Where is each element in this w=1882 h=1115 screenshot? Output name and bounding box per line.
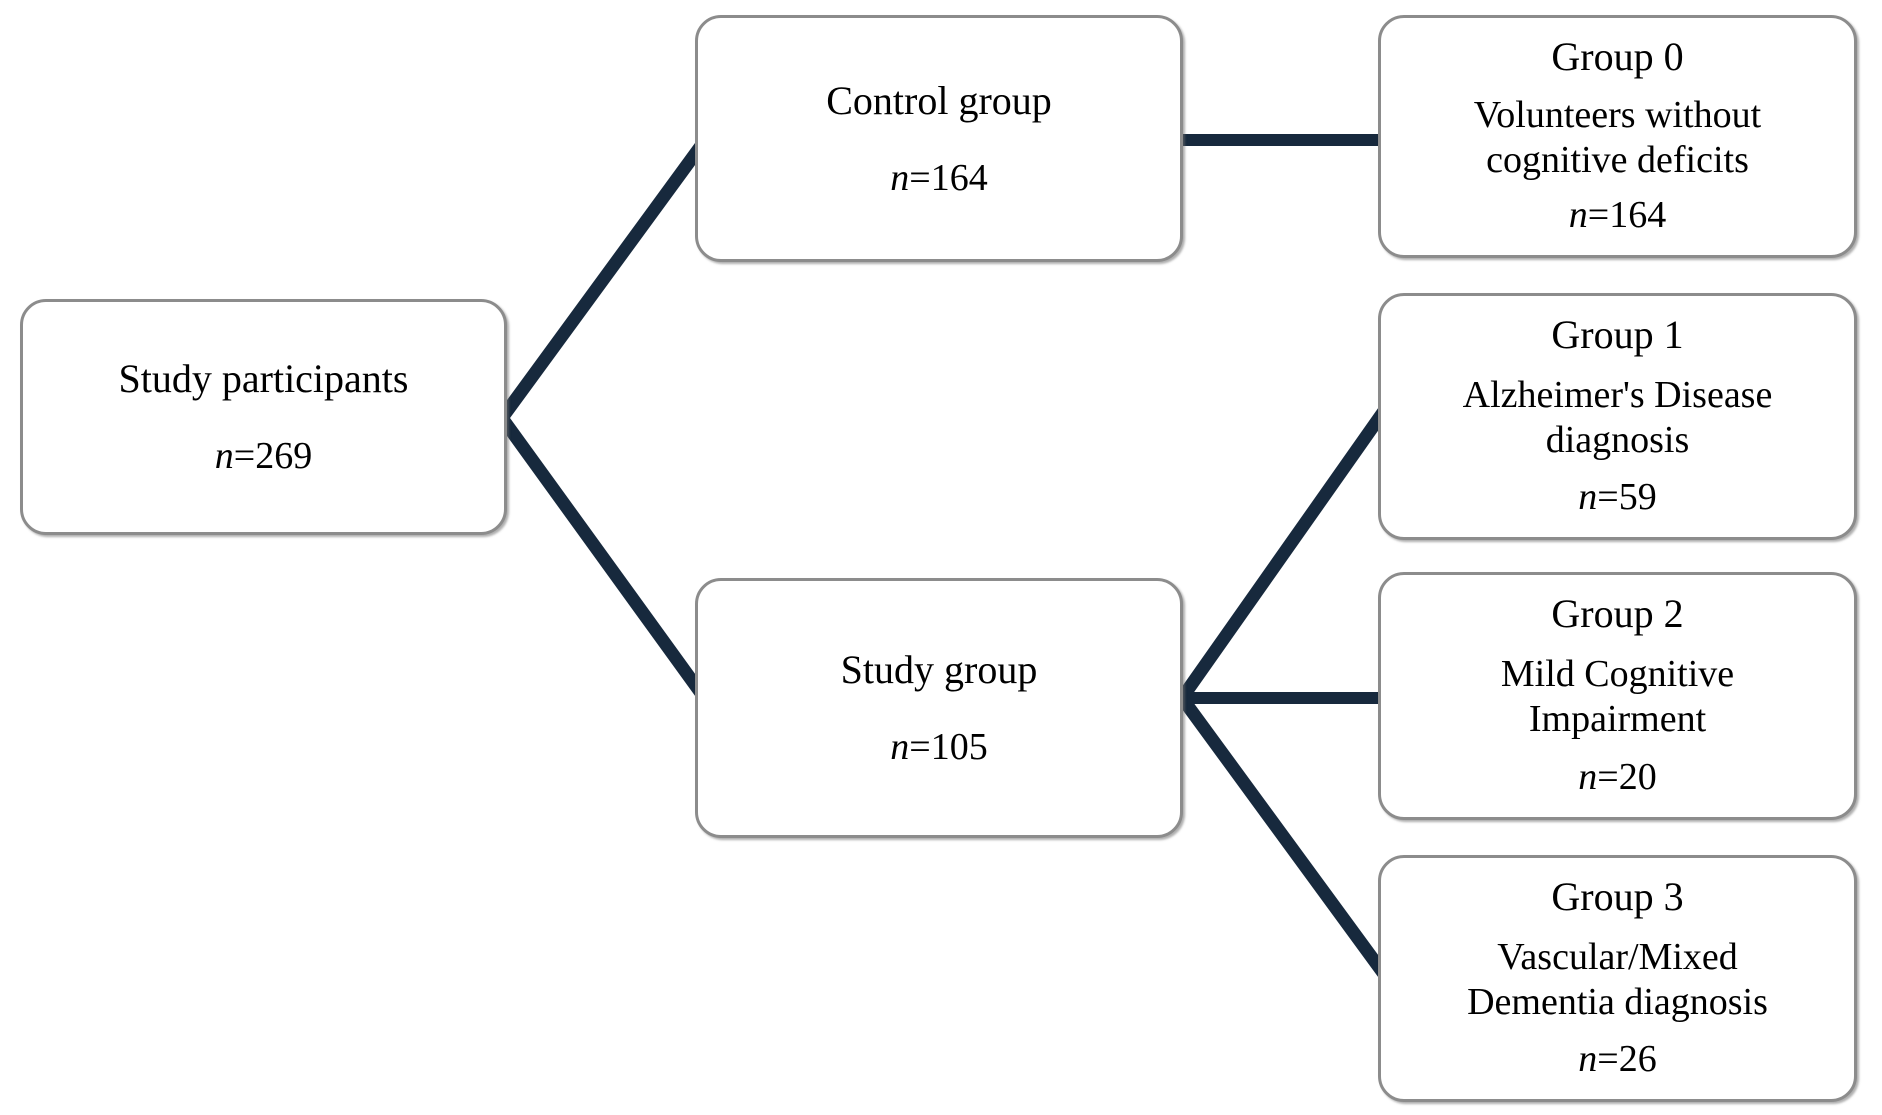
node-count: n=164 (1568, 194, 1667, 237)
node-description: Mild Cognitive Impairment (1500, 653, 1735, 741)
node-control-group: Control group n=164 (695, 15, 1183, 262)
node-group-1: Group 1 Alzheimer's Disease diagnosis n=… (1378, 293, 1857, 540)
node-study-group: Study group n=105 (695, 578, 1183, 838)
node-count: n=26 (1578, 1038, 1657, 1081)
edge-study-group1 (1176, 407, 1390, 702)
n-symbol: n (1568, 194, 1588, 237)
n-value: =59 (1597, 476, 1657, 519)
node-title: Group 3 (1551, 874, 1684, 919)
n-value: =20 (1597, 756, 1657, 799)
edge-participants-control (496, 135, 712, 422)
node-description: Vascular/Mixed Dementia diagnosis (1467, 935, 1768, 1023)
node-title: Study group (840, 647, 1038, 693)
n-symbol: n (1578, 476, 1598, 519)
n-symbol: n (890, 726, 910, 769)
node-group-0: Group 0 Volunteers without cognitive def… (1378, 15, 1857, 258)
node-title: Group 0 (1551, 34, 1684, 79)
node-description: Volunteers without cognitive deficits (1473, 93, 1762, 181)
n-symbol: n (890, 156, 910, 199)
node-count: n=20 (1578, 756, 1657, 799)
node-description: Alzheimer's Disease diagnosis (1462, 373, 1773, 461)
node-title: Group 1 (1551, 312, 1684, 357)
node-count: n=164 (890, 156, 988, 200)
node-title: Study participants (118, 356, 409, 402)
n-value: =26 (1597, 1038, 1657, 1081)
node-title: Control group (826, 77, 1052, 123)
n-symbol: n (1578, 1038, 1598, 1081)
edge-study-group3 (1176, 694, 1390, 978)
node-count: n=105 (890, 726, 988, 769)
node-count: n=59 (1578, 476, 1657, 519)
n-value: =105 (909, 726, 988, 769)
node-group-2: Group 2 Mild Cognitive Impairment n=20 (1378, 572, 1857, 820)
node-title: Group 2 (1551, 591, 1684, 636)
n-value: =164 (909, 156, 988, 199)
n-value: =269 (233, 435, 313, 478)
node-count: n=269 (214, 435, 313, 478)
n-symbol: n (214, 435, 234, 478)
node-study-participants: Study participants n=269 (20, 299, 507, 535)
edge-participants-study (496, 414, 712, 704)
node-group-3: Group 3 Vascular/Mixed Dementia diagnosi… (1378, 855, 1857, 1102)
n-value: =164 (1587, 194, 1667, 237)
n-symbol: n (1578, 756, 1598, 799)
